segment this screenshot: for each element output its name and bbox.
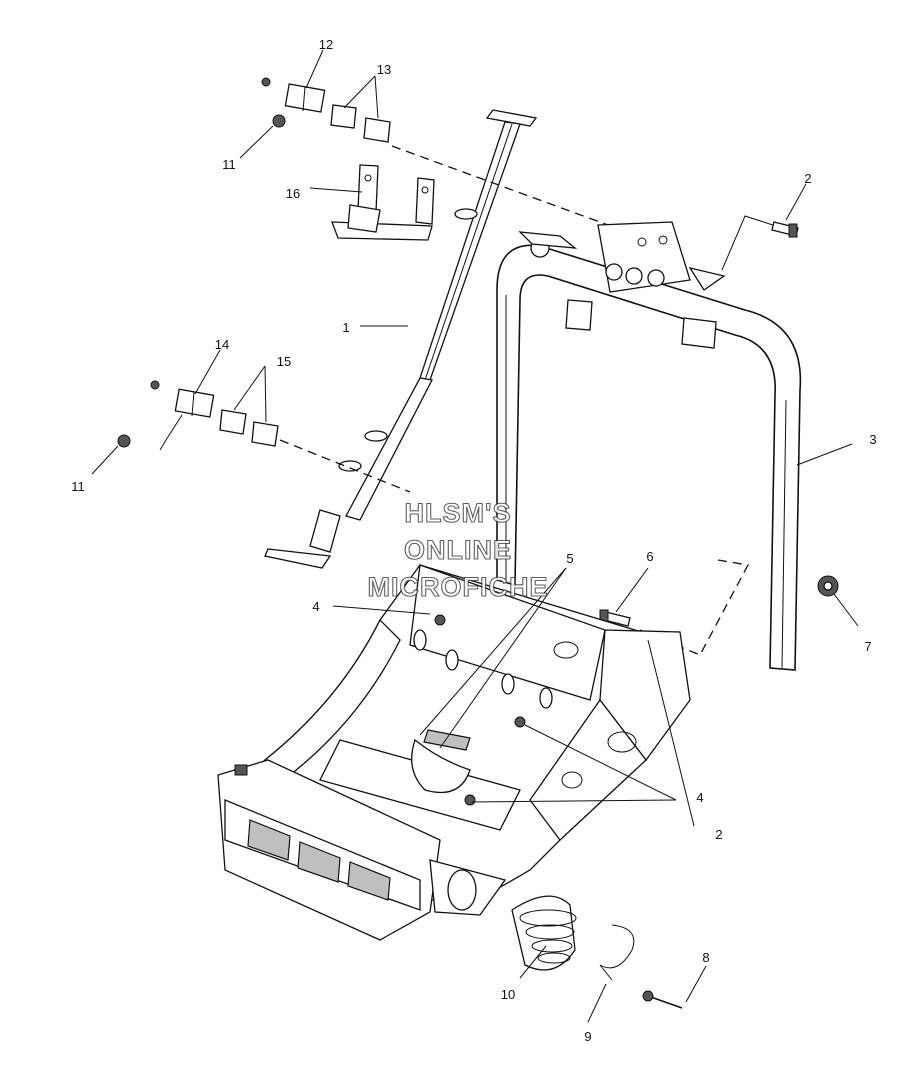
upper-mount-bracket <box>331 164 435 241</box>
watermark-line-1: HLSM'S <box>405 498 512 528</box>
callout-10: 10 <box>501 987 515 1002</box>
callout-8: 8 <box>702 950 709 965</box>
callout-7: 7 <box>864 639 871 654</box>
lower-clamp-group <box>117 380 279 448</box>
callout-2-lower: 2 <box>715 827 722 842</box>
callout-4-lower: 4 <box>696 790 703 805</box>
callout-16: 16 <box>286 186 300 201</box>
front-lower-frame <box>217 759 507 941</box>
callout-2-upper: 2 <box>804 171 811 186</box>
leader-lines <box>91 49 859 1023</box>
callout-5: 5 <box>566 551 573 566</box>
callout-12: 12 <box>319 37 333 52</box>
callout-labels: 12 13 11 16 2 1 14 15 11 3 5 6 4 7 4 2 8… <box>71 37 876 1044</box>
callout-9: 9 <box>584 1029 591 1044</box>
callout-3: 3 <box>869 432 876 447</box>
watermark-line-3: MICROFICHE <box>368 572 549 602</box>
steering-hoop <box>496 221 802 671</box>
watermark-line-2: ONLINE <box>404 535 512 565</box>
callout-15: 15 <box>277 354 291 369</box>
callout-4-upper: 4 <box>312 599 319 614</box>
callout-11-upper: 11 <box>222 157 236 172</box>
steering-post <box>264 109 538 569</box>
callout-14: 14 <box>215 337 229 352</box>
callout-6: 6 <box>646 549 653 564</box>
fasteners <box>599 221 839 1009</box>
callout-13: 13 <box>377 62 391 77</box>
assembly-dashed-lines <box>159 145 777 656</box>
callout-1: 1 <box>342 320 349 335</box>
steering-boot <box>511 895 577 971</box>
callout-11-lower: 11 <box>71 479 85 494</box>
boot-clamp <box>599 924 635 981</box>
watermark: HLSM'S ONLINE MICROFICHE <box>367 497 549 602</box>
upper-clamp-group <box>261 77 391 143</box>
front-fairing-mounts <box>413 629 553 709</box>
